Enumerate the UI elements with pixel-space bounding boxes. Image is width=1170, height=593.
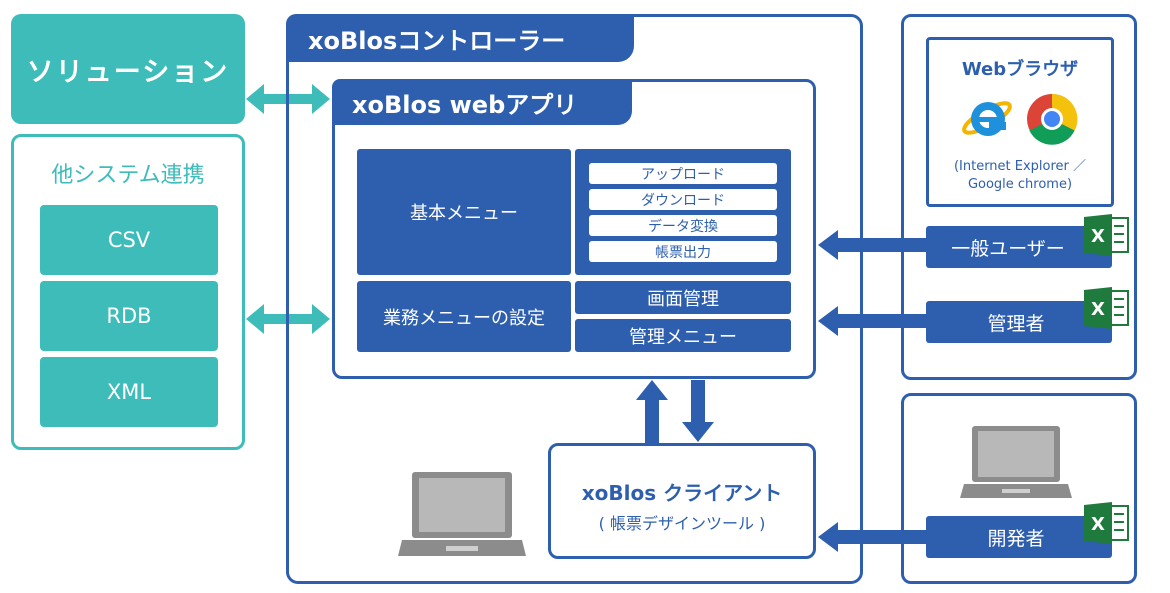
svg-text:X: X bbox=[1091, 226, 1105, 247]
client-title: xoBlos クライアント bbox=[581, 480, 783, 505]
user-area-box: Webブラウザ (Internet Explorer ／ Google chro… bbox=[901, 14, 1137, 380]
solution-box: ソリューション bbox=[11, 14, 245, 124]
controller-box: xoBlosコントローラー bbox=[286, 14, 863, 584]
admin-arrow bbox=[818, 306, 928, 336]
general-user-label: 一般ユーザー bbox=[926, 226, 1112, 268]
developer-arrow bbox=[818, 522, 928, 552]
rdb-item: RDB bbox=[40, 281, 218, 351]
browser-box: Webブラウザ (Internet Explorer ／ Google chro… bbox=[926, 37, 1114, 207]
report-output-item: 帳票出力 bbox=[589, 241, 777, 262]
mgmt-menu: 管理メニュー bbox=[575, 319, 791, 352]
download-arrow bbox=[682, 380, 714, 442]
data-conversion-item: データ変換 bbox=[589, 215, 777, 236]
other-systems-box: 他システム連携 CSV RDB XML bbox=[11, 134, 245, 450]
business-menu: 業務メニューの設定 bbox=[357, 281, 571, 352]
developer-label: 開発者 bbox=[926, 516, 1112, 558]
upload-arrow bbox=[636, 380, 668, 444]
screen-mgmt: 画面管理 bbox=[575, 281, 791, 314]
other-systems-title: 他システム連携 bbox=[51, 163, 205, 188]
developer-area-box bbox=[901, 393, 1137, 584]
browser-subtitle: (Internet Explorer ／ Google chrome) bbox=[953, 159, 1087, 192]
browser-title: Webブラウザ bbox=[961, 59, 1079, 80]
laptop-icon bbox=[398, 472, 526, 556]
svg-text:X: X bbox=[1091, 299, 1105, 320]
webapp-title: xoBlos webアプリ bbox=[332, 79, 632, 125]
laptop-icon bbox=[960, 426, 1072, 498]
chrome-icon bbox=[1027, 93, 1078, 145]
csv-item: CSV bbox=[40, 205, 218, 275]
controller-title: xoBlosコントローラー bbox=[286, 14, 634, 62]
webapp-box: xoBlos webアプリ 基本メニュー アップロード ダウンロード データ変換… bbox=[332, 79, 816, 379]
ie-icon bbox=[962, 101, 1012, 136]
solution-label: ソリューション bbox=[26, 56, 230, 88]
basic-menu: 基本メニュー bbox=[357, 149, 571, 275]
admin-label: 管理者 bbox=[926, 301, 1112, 343]
svg-text:X: X bbox=[1091, 514, 1105, 535]
client-box: xoBlos クライアント ( 帳票デザインツール ) bbox=[548, 443, 816, 559]
client-subtitle: ( 帳票デザインツール ) bbox=[598, 514, 766, 533]
download-item: ダウンロード bbox=[589, 189, 777, 210]
basic-menu-items: アップロード ダウンロード データ変換 帳票出力 bbox=[575, 149, 791, 275]
upload-item: アップロード bbox=[589, 163, 777, 184]
excel-icon: X bbox=[1084, 502, 1129, 544]
general-user-arrow bbox=[818, 230, 928, 260]
xml-item: XML bbox=[40, 357, 218, 427]
excel-icon: X bbox=[1084, 287, 1129, 329]
excel-icon: X bbox=[1084, 214, 1129, 256]
